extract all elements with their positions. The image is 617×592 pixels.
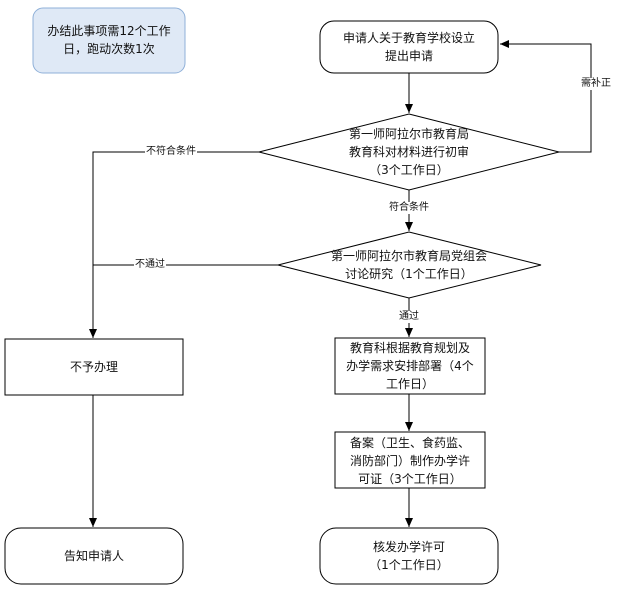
plan-node [334, 337, 486, 395]
issue-node [319, 527, 499, 585]
arrow-supplement-loop [500, 40, 592, 153]
edge-label-meet: 符合条件 [388, 202, 430, 214]
discuss-node-text: 第一师阿拉尔市教育局党组会 讨论研究（1个工作日） [330, 249, 487, 281]
plan-node-text: 教育科根据教育规划及 办学需求安排部署（4个 工作日） [346, 341, 474, 391]
edge-label-pass: 通过 [398, 311, 420, 323]
notify-node-text: 告知申请人 [63, 549, 124, 563]
reject-node [4, 338, 184, 396]
filing-node-text: 备案（卫生、食药监、 消防部门）制作办学许 可证（3个工作日） [349, 436, 470, 486]
issue-node-text: 核发办学许可 （1个工作日） [369, 540, 449, 572]
edge-label-not-pass: 不通过 [134, 259, 166, 271]
reject-node-text: 不予办理 [69, 360, 118, 374]
note-text: 办结此事项需12个工作 日，跑动次数1次 [47, 24, 171, 56]
edge-label-supplement: 需补正 [580, 78, 612, 90]
filing-node [334, 431, 486, 489]
arrow-not-meet [89, 151, 259, 338]
apply-node-text: 申请人关于教育学校设立 提出申请 [342, 31, 475, 63]
review-node-text: 第一师阿拉尔市教育局 教育科对材料进行初审 （3个工作日） [348, 127, 469, 177]
edge-label-not-meet: 不符合条件 [145, 146, 197, 158]
notify-node [4, 527, 184, 585]
note-box [32, 7, 186, 74]
